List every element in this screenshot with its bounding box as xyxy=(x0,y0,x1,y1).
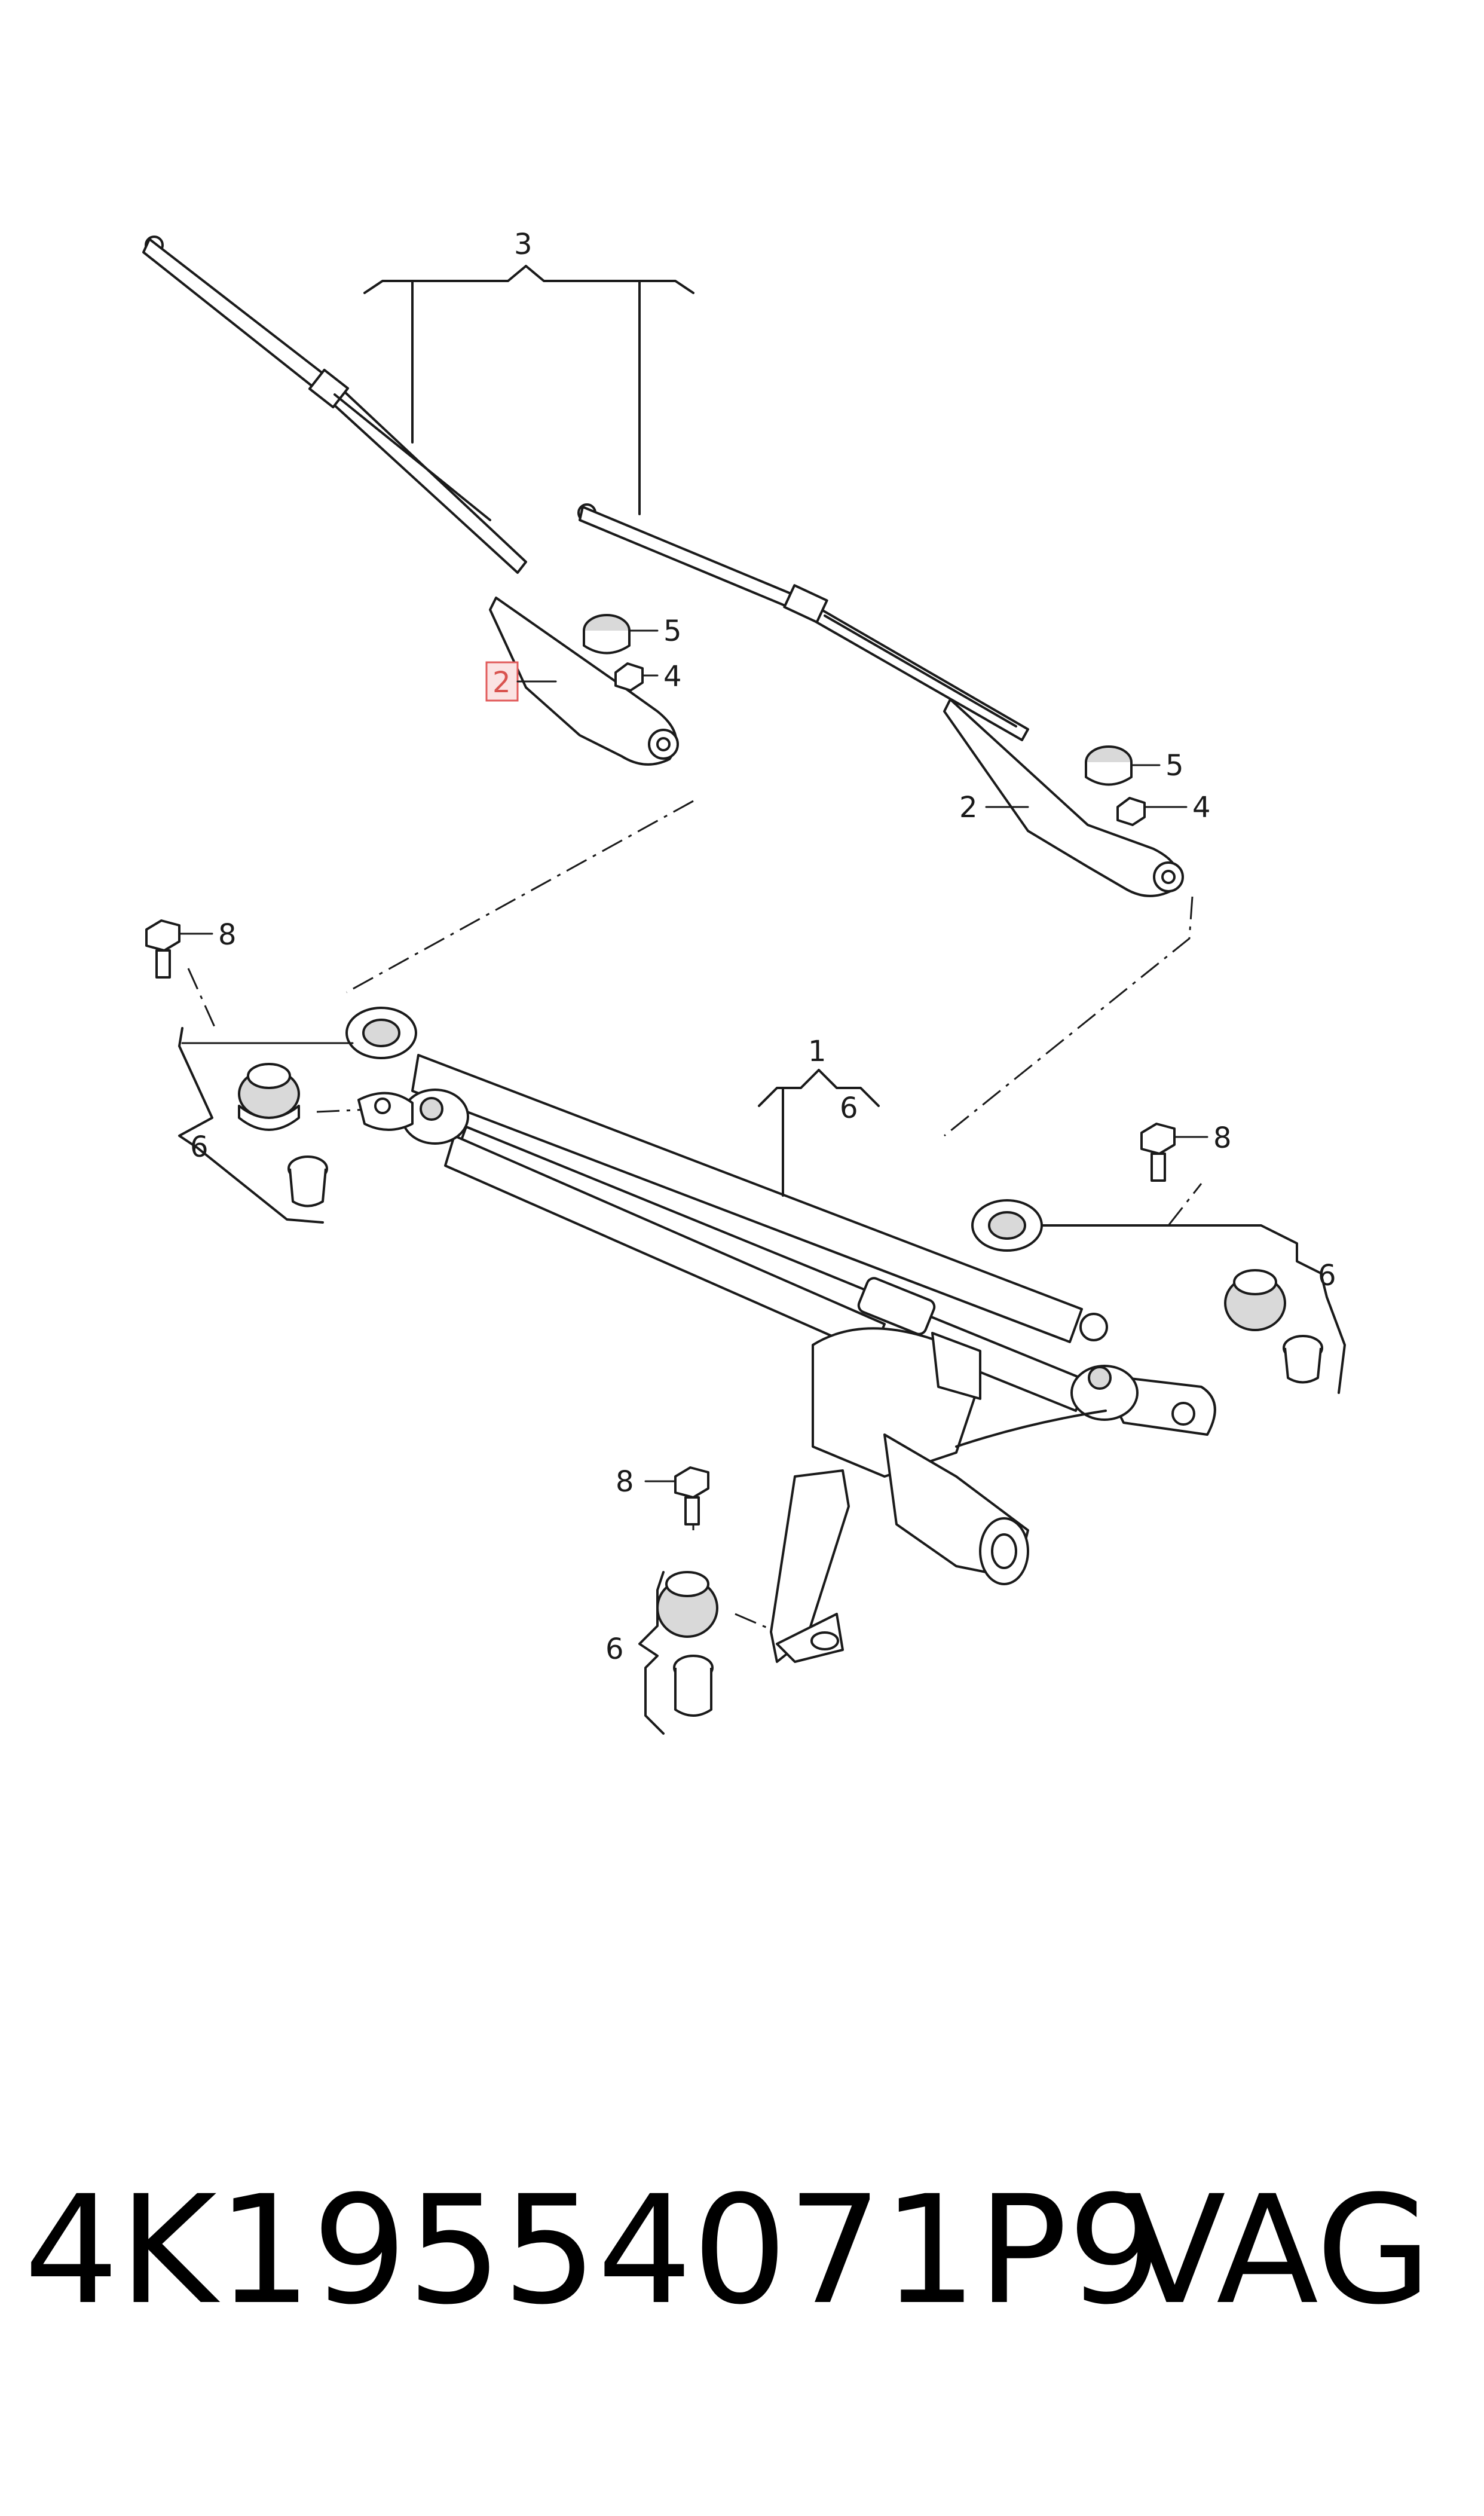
callout-5a: 5 xyxy=(663,615,682,648)
callout-3-bracket: 3 xyxy=(363,228,694,515)
callout-8-right: 8 xyxy=(1213,1121,1232,1155)
bottom-mount-group: 8 6 xyxy=(605,1465,718,1735)
left-wiper-blade xyxy=(142,236,527,574)
wiper-linkage-diagram: 3 5 4 2 2 xyxy=(142,228,1346,1735)
callout-3: 3 xyxy=(514,228,533,261)
right-cap-nut: 5 4 xyxy=(1085,745,1211,826)
right-wiper-blade xyxy=(577,503,1029,741)
callout-2a: 2 xyxy=(492,666,511,699)
callout-1: 1 xyxy=(808,1035,827,1068)
callout-6-left: 6 xyxy=(190,1130,209,1164)
wiper-motor xyxy=(770,1327,1107,1663)
right-pivot xyxy=(971,1199,1139,1421)
left-mount-group: 8 6 xyxy=(145,918,354,1224)
left-cap-nut: 5 4 xyxy=(583,614,682,693)
left-wiper-arm xyxy=(489,597,679,766)
callout-4b: 4 xyxy=(1192,791,1211,824)
callout-1-bracket: 1 6 xyxy=(758,1035,880,1197)
callout-2b: 2 xyxy=(959,791,978,824)
callout-5b: 5 xyxy=(1165,749,1184,782)
part-number: 4K19554071P9 xyxy=(24,2163,1163,2337)
callout-8-left: 8 xyxy=(218,918,237,952)
right-mount-group: 8 6 xyxy=(1042,1121,1346,1394)
brand-name: VAG xyxy=(1124,2163,1432,2337)
right-wiper-arm: 2 xyxy=(943,698,1184,897)
callout-6-bottom: 6 xyxy=(605,1633,624,1666)
callout-6-main: 6 xyxy=(840,1092,858,1125)
left-pivot xyxy=(345,1007,469,1145)
callout-2-highlighted: 2 xyxy=(485,661,557,702)
callout-8-bottom: 8 xyxy=(616,1465,634,1499)
callout-4a: 4 xyxy=(663,660,682,693)
callout-6-right: 6 xyxy=(1318,1259,1336,1292)
